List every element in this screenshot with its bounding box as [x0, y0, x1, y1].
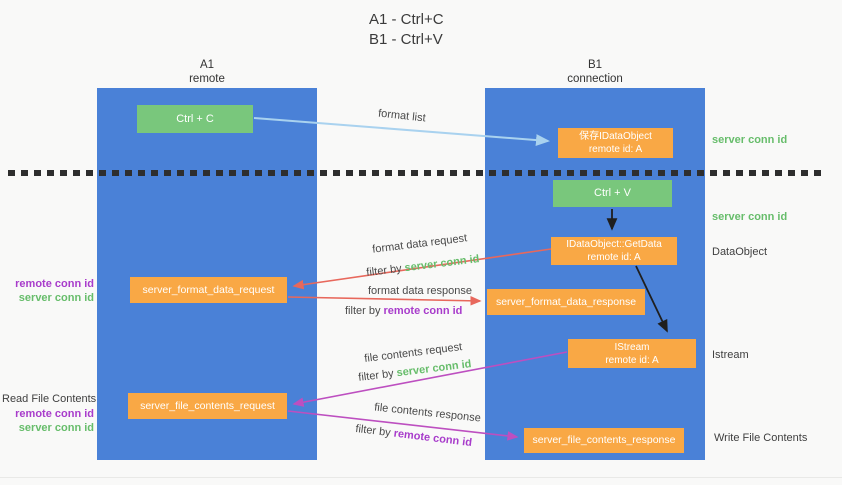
- left-server-conn-id-1: server conn id: [18, 291, 94, 304]
- label-format-list: format list: [377, 107, 427, 125]
- session-divider-dotted-line: [8, 170, 826, 176]
- label-write-file-contents: Write File Contents: [714, 432, 808, 444]
- node-server-file-contents-response: server_file_contents_response: [524, 428, 684, 453]
- title-line-b1: B1 - Ctrl+V: [369, 31, 443, 48]
- node-istream-line2: remote id: A: [605, 354, 659, 366]
- node-save-idataobject: 保存IDataObject remote id: A: [558, 128, 673, 158]
- left-conn-ids-format: remote conn id server conn id: [2, 278, 94, 305]
- node-server-file-contents-request: server_file_contents_request: [128, 393, 287, 419]
- filter-remote-conn-id-1: remote conn id: [383, 305, 463, 317]
- node-getdata-line1: IDataObject::GetData: [566, 239, 662, 250]
- label-file-contents-response: file contents response: [373, 401, 482, 425]
- lane-header-b1: B1 connection: [545, 58, 645, 86]
- filter-server-conn-id-1: server conn id: [403, 253, 481, 275]
- label-istream: Istream: [712, 349, 749, 361]
- left-remote-conn-id-2: remote conn id: [15, 408, 94, 420]
- node-server-format-data-response: server_format_data_response: [487, 289, 645, 315]
- filter-by-text-3: filter by: [357, 367, 395, 384]
- label-read-file-contents: Read File Contents: [2, 393, 97, 405]
- title-line-a1: A1 - Ctrl+C: [369, 11, 444, 28]
- left-server-conn-id-2: server conn id: [18, 421, 94, 434]
- label-filter-server-conn-id-1: filter by server conn id: [366, 253, 480, 279]
- node-server-format-data-request: server_format_data_request: [130, 277, 287, 303]
- filter-by-text-1: filter by: [365, 262, 403, 279]
- node-getdata-line2: remote id: A: [587, 252, 641, 263]
- right-server-conn-id-top: server conn id: [712, 134, 788, 146]
- filter-server-conn-id-2: server conn id: [395, 358, 473, 380]
- filter-remote-conn-id-2: remote conn id: [392, 427, 473, 450]
- node-idataobject-getdata: IDataObject::GetData remote id: A: [551, 237, 677, 265]
- label-format-data-response: format data response: [368, 285, 472, 297]
- lane-a1-subtitle: remote: [189, 73, 225, 85]
- node-istream: IStream remote id: A: [568, 339, 696, 368]
- label-filter-remote-conn-id-2: filter by remote conn id: [355, 423, 473, 449]
- node-ctrl-v: Ctrl + V: [553, 180, 672, 207]
- node-save-idataobject-line2: remote id: A: [588, 144, 643, 155]
- label-filter-remote-conn-id-1: filter by remote conn id: [345, 305, 462, 317]
- right-server-conn-id-mid: server conn id: [712, 211, 788, 223]
- node-save-idataobject-line1: 保存IDataObject: [579, 131, 652, 142]
- node-istream-line1: IStream: [614, 341, 650, 353]
- filter-by-text-4: filter by: [354, 422, 392, 440]
- bottom-edge-line: [0, 477, 842, 478]
- lane-b1-subtitle: connection: [567, 73, 623, 85]
- lane-header-a1: A1 remote: [157, 58, 257, 86]
- left-conn-ids-file: remote conn id server conn id: [2, 408, 94, 435]
- left-remote-conn-id-1: remote conn id: [15, 278, 94, 290]
- lane-b1-name: B1: [587, 59, 603, 71]
- label-format-data-request: format data request: [371, 232, 468, 256]
- lane-a1-name: A1: [199, 59, 215, 71]
- node-ctrl-c: Ctrl + C: [137, 105, 253, 133]
- diagram-title: A1 - Ctrl+C B1 - Ctrl+V: [369, 10, 444, 50]
- label-dataobject: DataObject: [712, 246, 768, 258]
- filter-by-text-2: filter by: [345, 305, 381, 317]
